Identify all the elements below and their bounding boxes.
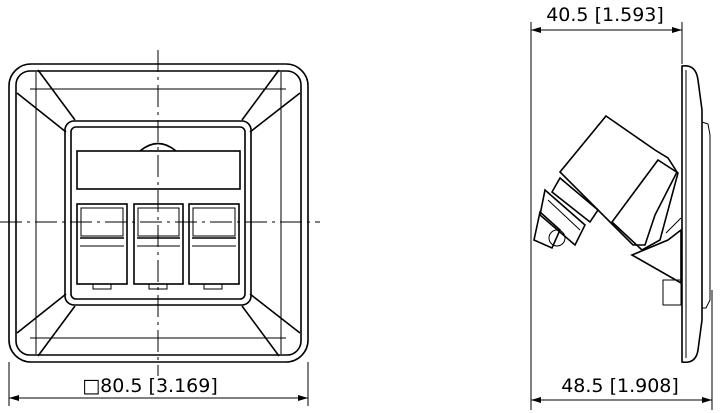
rj45-port — [188, 203, 240, 290]
width-dimension-label: □80.5 [3.169] — [82, 375, 218, 397]
keystone-module-side — [558, 114, 682, 285]
side-view: 40.5 [1.593] 48.5 [1.908] — [530, 4, 713, 410]
rj45-port — [76, 203, 128, 290]
front-view: □80.5 [3.169] — [0, 50, 320, 406]
cover-plate-side — [681, 64, 703, 364]
total-depth-dimension-label: 48.5 [1.908] — [561, 375, 679, 397]
release-tab — [139, 142, 177, 152]
outer-frame — [8, 63, 309, 363]
front-depth-dimension-label: 40.5 [1.593] — [546, 4, 664, 26]
label-window — [76, 150, 241, 190]
bevel-lines — [16, 69, 301, 357]
cable-connector-side — [533, 176, 600, 250]
